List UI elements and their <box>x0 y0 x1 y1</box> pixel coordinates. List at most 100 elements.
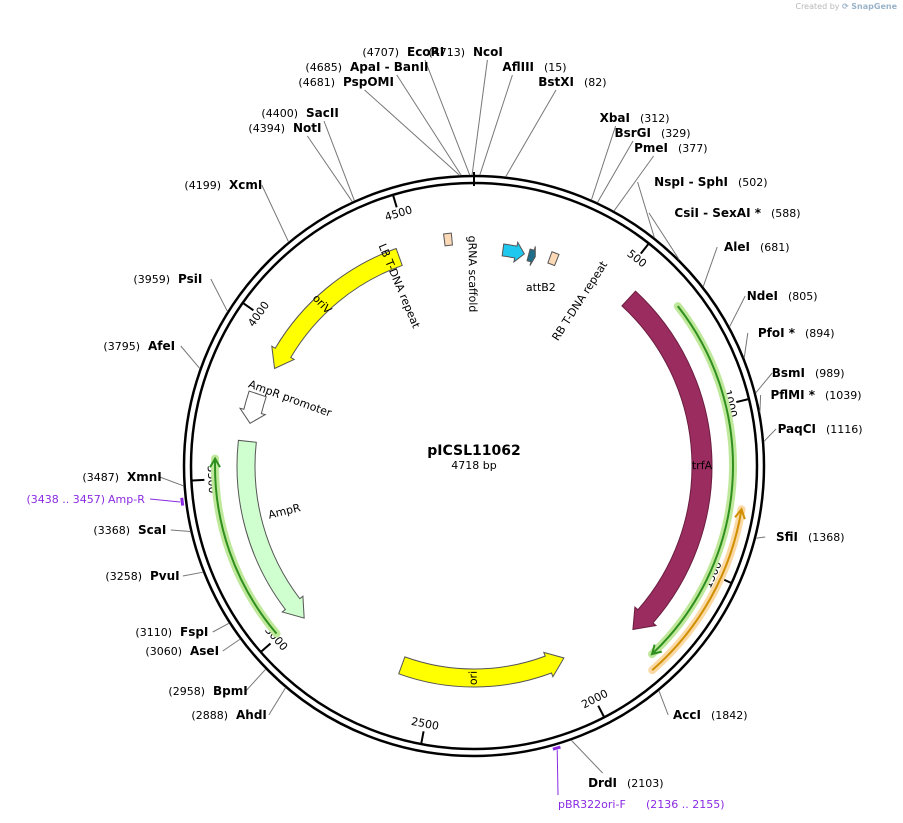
site-leader <box>590 125 617 200</box>
feature-grna-scaffold[interactable] <box>501 240 525 264</box>
orf-arc <box>651 305 734 655</box>
credit-brand: SnapGene <box>851 2 897 11</box>
site-name: BpmI <box>213 684 248 698</box>
site-name: BsmI <box>772 366 805 380</box>
tick-label: 2000 <box>579 687 610 711</box>
site-position: (681) <box>760 241 790 254</box>
site-leader <box>702 246 718 287</box>
site-alei[interactable]: AleI (681) <box>724 240 790 254</box>
snapgene-credit: Created by ⟳ SnapGene <box>795 2 897 11</box>
site-leader <box>658 690 669 716</box>
site-position: (1039) <box>825 389 862 402</box>
site-fspi[interactable]: FspI(3110) <box>135 625 208 639</box>
site-ncoi[interactable]: NcoI(4713) <box>428 45 502 59</box>
site-apai-banii[interactable]: ApaI - BanII(4685) <box>305 60 428 74</box>
site-name: AccI <box>673 708 701 722</box>
site-sacii[interactable]: SacII(4400) <box>261 106 338 120</box>
site-xmni[interactable]: XmnI(3487) <box>82 470 161 484</box>
site-name: XmnI <box>127 470 162 484</box>
site-acci[interactable]: AccI(1842) <box>673 708 748 722</box>
site-position: (4681) <box>298 76 335 89</box>
site-pfoi[interactable]: PfoI *(894) <box>758 326 835 340</box>
orf-arc <box>651 509 743 671</box>
site-name: BstXI <box>538 75 574 89</box>
feature-lb-t-dna-repeat[interactable] <box>442 232 453 247</box>
feature-trfa[interactable] <box>621 290 713 631</box>
tick-label: 4000 <box>245 299 272 329</box>
site-position: (805) <box>788 290 818 303</box>
site-name: AleI <box>724 240 750 254</box>
primer-amp-r[interactable]: (3438 .. 3457)Amp-R <box>26 493 185 506</box>
site-name: SacII <box>306 106 339 120</box>
plasmid-size: 4718 bp <box>451 459 496 472</box>
site-name: AflIII <box>502 60 534 74</box>
site-afei[interactable]: AfeI(3795) <box>103 339 175 353</box>
site-bsrgi[interactable]: BsrGI(329) <box>614 126 690 140</box>
site-psii[interactable]: PsiI (3959) <box>133 272 202 286</box>
site-position: (3060) <box>145 645 182 658</box>
site-ecori[interactable]: EcoRI(4707) <box>362 45 444 59</box>
feature-ampr[interactable] <box>236 439 305 619</box>
primer-pbr322ori-f[interactable]: pBR322ori-F(2136 .. 2155) <box>552 745 725 811</box>
site-asei[interactable]: AseI(3060) <box>145 644 219 658</box>
site-leader <box>424 59 471 176</box>
site-noti[interactable]: NotI(4394) <box>248 121 321 135</box>
site-leader <box>261 184 289 242</box>
site-leader <box>306 135 353 202</box>
site-position: (3258) <box>105 570 142 583</box>
site-name: NspI - SphI <box>654 175 728 189</box>
site-name: NotI <box>293 121 322 135</box>
site-csii-sexai[interactable]: CsiI - SexAI *(588) <box>674 206 800 220</box>
site-xcmi[interactable]: XcmI(4199) <box>184 178 262 192</box>
site-scai[interactable]: ScaI(3368) <box>93 523 166 537</box>
site-leader <box>613 155 655 212</box>
site-position: (2103) <box>627 777 664 790</box>
site-pmei[interactable]: PmeI(377) <box>634 141 708 155</box>
site-name: PsiI <box>178 272 202 286</box>
site-position: (2888) <box>191 709 228 722</box>
site-leader <box>182 571 204 577</box>
site-nspi-sphi[interactable]: NspI - SphI(502) <box>654 175 767 189</box>
site-leader <box>570 739 603 774</box>
primer-name: pBR322ori-F <box>558 798 626 811</box>
feature-attb2[interactable] <box>526 246 536 266</box>
site-position: (15) <box>544 61 567 74</box>
site-drdi[interactable]: DrdI(2103) <box>588 776 664 790</box>
site-xbai[interactable]: XbaI(312) <box>600 111 670 125</box>
site-pflmi[interactable]: PflMI * (1039) <box>770 388 861 402</box>
site-position: (3959) <box>133 273 170 286</box>
site-pspomi[interactable]: PspOMI(4681) <box>298 75 394 89</box>
site-sfii[interactable]: SfiI(1368) <box>776 530 845 544</box>
site-bsmi[interactable]: BsmI(989) <box>772 366 845 380</box>
site-ndei[interactable]: NdeI(805) <box>747 289 818 303</box>
feature-label-rb-t-dna-repeat: RB T-DNA repeat <box>549 258 610 343</box>
site-leader <box>743 332 749 359</box>
site-name: PflMI * <box>770 388 815 402</box>
tick-label: 2500 <box>410 715 440 733</box>
site-position: (1368) <box>808 531 845 544</box>
site-afliii[interactable]: AflIII (15) <box>502 60 566 74</box>
feature-ampr-promoter[interactable] <box>238 390 267 424</box>
site-leader <box>180 345 201 369</box>
site-position: (2958) <box>168 685 205 698</box>
site-bstxi[interactable]: BstXI(82) <box>538 75 606 89</box>
site-leader <box>170 529 191 533</box>
orf-arrowhead <box>734 507 746 520</box>
site-name: XcmI <box>229 178 262 192</box>
site-name: NcoI <box>473 45 503 59</box>
feature-rb-t-dna-repeat[interactable] <box>547 251 560 267</box>
site-leader <box>729 295 746 328</box>
site-leader <box>759 394 762 412</box>
feature-ori[interactable] <box>398 651 565 688</box>
site-ahdi[interactable]: AhdI(2888) <box>191 708 266 722</box>
site-pvui[interactable]: PvuI(3258) <box>105 569 179 583</box>
feature-oriv[interactable] <box>271 247 403 370</box>
site-bpmi[interactable]: BpmI (2958) <box>168 684 247 698</box>
site-leader <box>479 74 513 176</box>
primer-leader <box>149 498 181 503</box>
site-name: AfeI <box>148 339 175 353</box>
site-position: (1116) <box>826 423 863 436</box>
site-paqci[interactable]: PaqCI(1116) <box>778 422 863 436</box>
site-name: CsiI - SexAI * <box>674 206 761 220</box>
restriction-sites: NcoI(4713)EcoRI(4707) AflIII (15) ApaI - Ba… <box>82 45 862 790</box>
